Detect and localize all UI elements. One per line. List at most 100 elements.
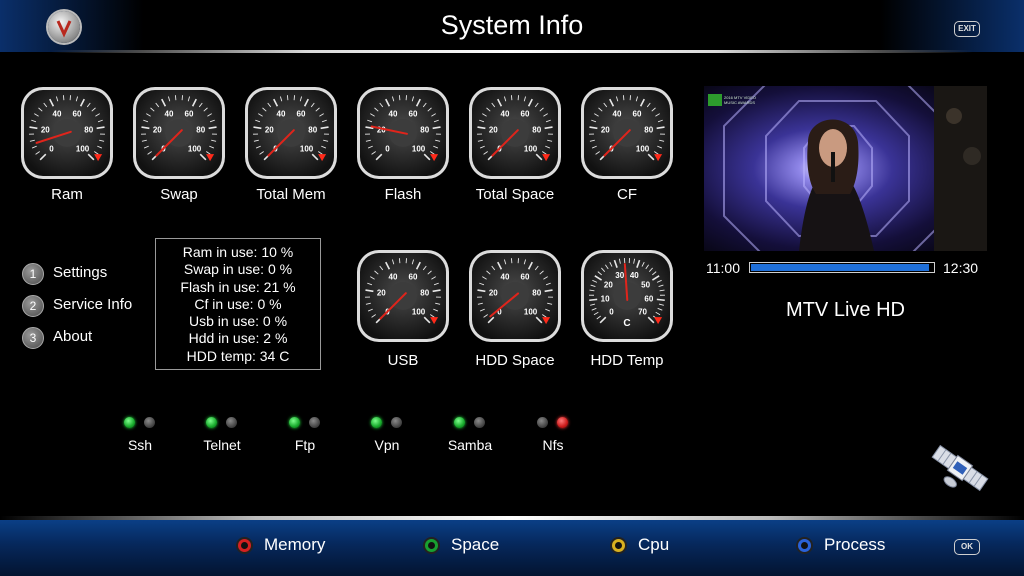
info-line-swap: Swap in use: 0 % xyxy=(183,261,293,278)
ok-button[interactable]: OK xyxy=(954,539,980,555)
gauge-tick-label: 20 xyxy=(604,280,613,289)
gauge-tick-label: 80 xyxy=(84,126,93,135)
gauge-tick xyxy=(367,308,373,312)
gauge-tick xyxy=(146,113,151,117)
gauge-tick xyxy=(374,270,379,275)
gauge-tick xyxy=(310,102,315,108)
gauge-tick-label: 60 xyxy=(409,272,418,281)
gauge-tick-label: 0 xyxy=(49,145,54,154)
event-progress-bar xyxy=(749,262,935,273)
gauge-tick xyxy=(147,151,152,155)
gauge-tick xyxy=(503,96,507,102)
event-end-time: 12:30 xyxy=(943,260,979,276)
gauge-tick xyxy=(591,307,597,311)
gauge-tick-label: 40 xyxy=(389,109,398,118)
gauge-label-flash: Flash xyxy=(384,186,422,203)
gauge-tick xyxy=(609,98,615,107)
gauge-tick xyxy=(635,96,639,102)
gauge-tick xyxy=(591,119,597,123)
gauge-tick xyxy=(31,119,37,123)
satellite-icon xyxy=(929,437,991,499)
gauge-tick xyxy=(639,98,645,107)
status-led-icon xyxy=(371,417,382,428)
gauge-tick xyxy=(491,102,496,108)
gauge-tick xyxy=(645,264,650,270)
service-label: Ssh xyxy=(127,437,153,453)
gauge-tick xyxy=(479,119,485,123)
gauge-tick xyxy=(545,145,551,149)
cpu-button-label: Cpu xyxy=(638,535,670,554)
gauge-tick xyxy=(427,107,432,112)
gauge-tick xyxy=(539,270,544,275)
gauge-tick xyxy=(656,298,665,302)
gauge-tick xyxy=(547,139,553,142)
gauge-tick xyxy=(651,107,656,112)
gauge-tick xyxy=(655,113,660,117)
gauge-needle xyxy=(623,263,629,301)
gauge-tick xyxy=(641,261,645,267)
gauge-tick xyxy=(29,126,38,130)
page-title: System Info xyxy=(440,10,584,40)
gauge-max-marker xyxy=(94,154,103,162)
gauge-tick xyxy=(636,259,641,268)
gauge-tick-label: 0 xyxy=(497,308,502,317)
gauge-tick xyxy=(303,98,309,107)
gauge-tick xyxy=(319,113,324,117)
info-line-hdd: Hdd in use: 2 % xyxy=(188,330,288,347)
gauge-max-marker xyxy=(430,317,439,325)
exit-button[interactable]: EXIT xyxy=(954,21,980,37)
gauge-tick xyxy=(652,271,657,276)
gauge-tick xyxy=(49,98,55,107)
gauge-tick xyxy=(273,98,279,107)
gauge-tick-label: 70 xyxy=(638,308,647,317)
gauge-tick xyxy=(433,282,439,286)
gauge-tick xyxy=(646,102,651,108)
gauge-tick xyxy=(657,145,663,149)
gauge-tick xyxy=(258,113,263,117)
footer-bar xyxy=(0,520,1024,576)
gauge-tick xyxy=(547,302,553,305)
gauge-tick xyxy=(203,107,208,112)
gauge-tick xyxy=(86,102,91,108)
svg-text:MUSIC AWARDS: MUSIC AWARDS xyxy=(724,100,755,105)
gauge-tick xyxy=(596,315,602,320)
gauge-tick-label: 40 xyxy=(165,109,174,118)
gauge-tick xyxy=(29,139,35,142)
service-ftp: Ftp xyxy=(275,417,335,457)
gauge-tick xyxy=(267,102,272,108)
gauge-tick xyxy=(367,145,373,149)
gauge-tick xyxy=(141,126,150,130)
gauge-tick xyxy=(211,139,217,142)
gauge-tick xyxy=(150,107,155,112)
number-3-icon: 3 xyxy=(22,327,44,349)
gauge-tick xyxy=(320,126,329,130)
gauge-tick xyxy=(370,113,375,117)
gauge-tick xyxy=(207,113,212,117)
gauge-tick xyxy=(255,145,261,149)
gauge-tick xyxy=(543,276,548,280)
memory-button-label: Memory xyxy=(264,535,326,554)
gauge-tick xyxy=(35,151,40,155)
gauge-tick xyxy=(432,289,441,293)
gauge-tick xyxy=(654,151,659,155)
gauge-tick xyxy=(534,102,539,108)
menu-label: About xyxy=(53,328,93,345)
gauge-tick-label: 40 xyxy=(53,109,62,118)
gauge-tick-label: 100 xyxy=(300,145,314,154)
gauge-label-cf: CF xyxy=(617,186,637,203)
header-divider xyxy=(0,50,1024,53)
gauge-tick xyxy=(544,126,553,130)
gauge-tick xyxy=(91,107,96,112)
gauge-tick xyxy=(75,96,79,102)
gauge-tick-label: 40 xyxy=(501,109,510,118)
gauge-tick xyxy=(375,153,383,161)
status-led-icon xyxy=(391,417,402,428)
gauge-tick xyxy=(477,126,486,130)
gauge-tick xyxy=(545,119,551,123)
gauge-tick xyxy=(651,275,660,281)
gauge-tick-label: 40 xyxy=(630,271,639,280)
gauge-tick xyxy=(423,153,431,161)
